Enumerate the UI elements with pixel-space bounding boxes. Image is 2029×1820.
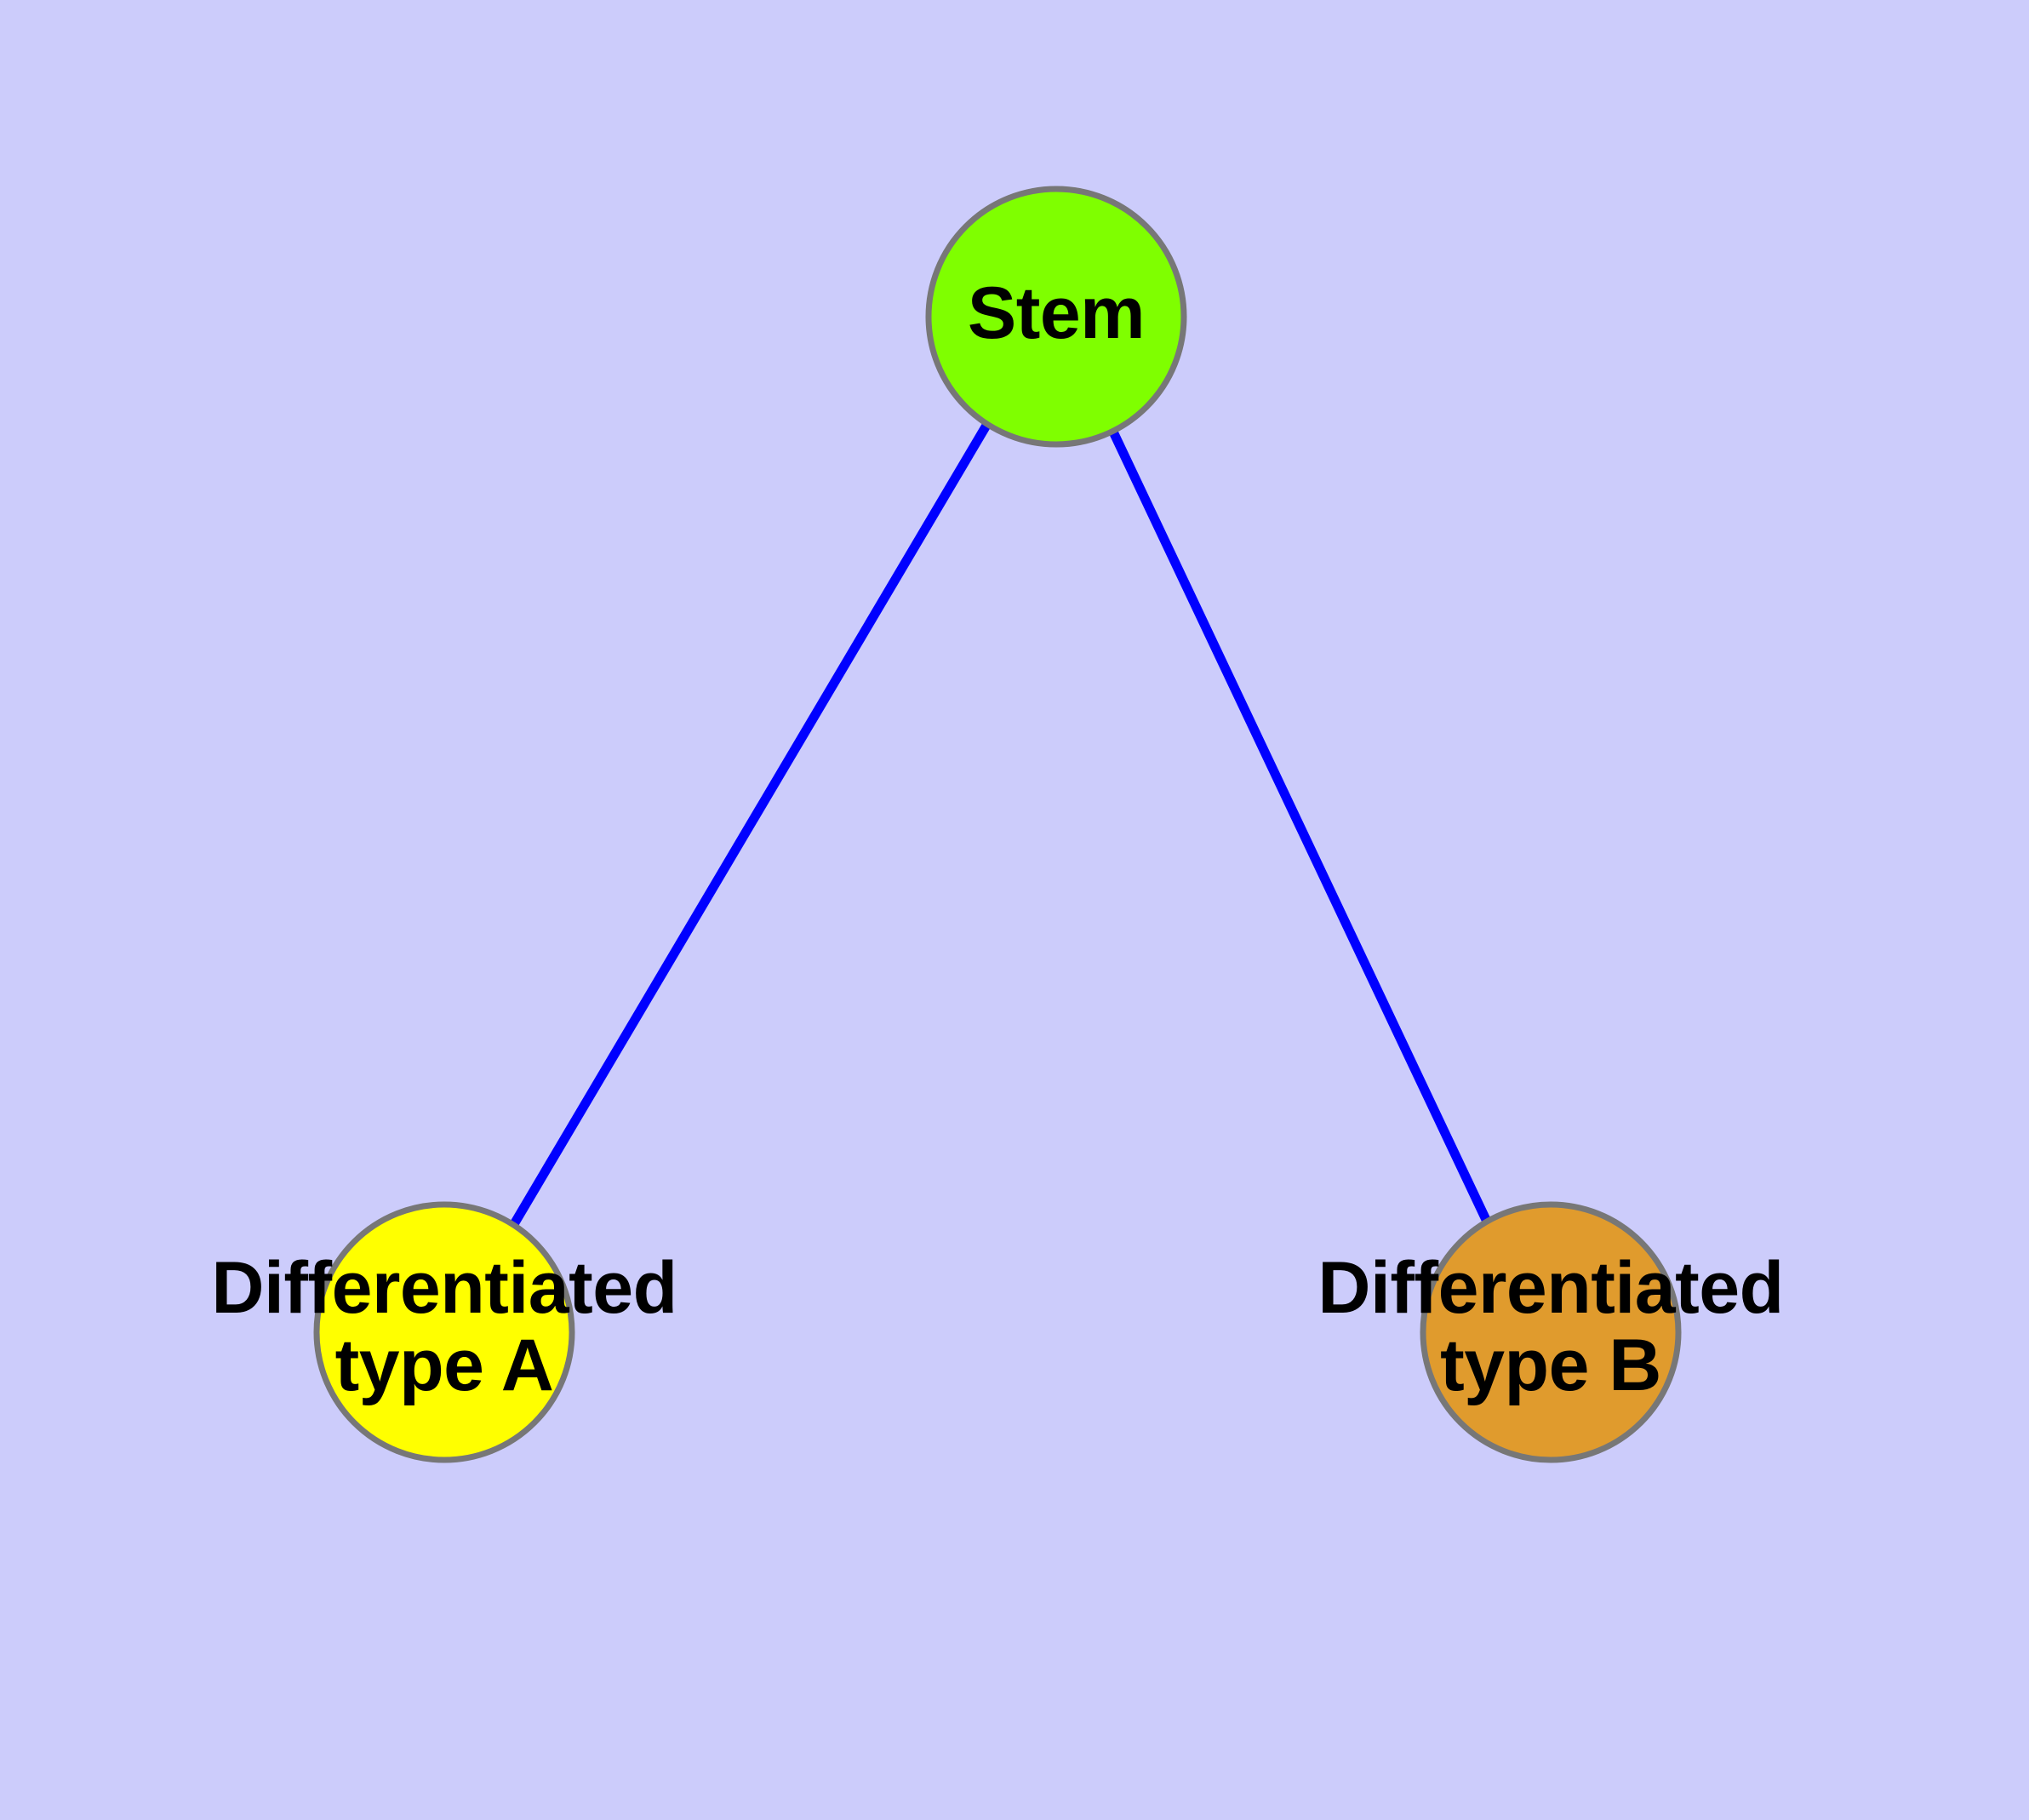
graph-node-diff-b[interactable] — [1420, 1201, 1682, 1463]
graph-node-diff-a[interactable] — [313, 1201, 575, 1463]
edges-group — [510, 421, 1492, 1227]
graph-edge-stem-to-diff-a[interactable] — [510, 421, 992, 1227]
nodes-group — [313, 186, 1682, 1463]
graph-node-stem[interactable] — [925, 186, 1187, 448]
graph-edge-stem-to-diff-b[interactable] — [1107, 426, 1492, 1226]
